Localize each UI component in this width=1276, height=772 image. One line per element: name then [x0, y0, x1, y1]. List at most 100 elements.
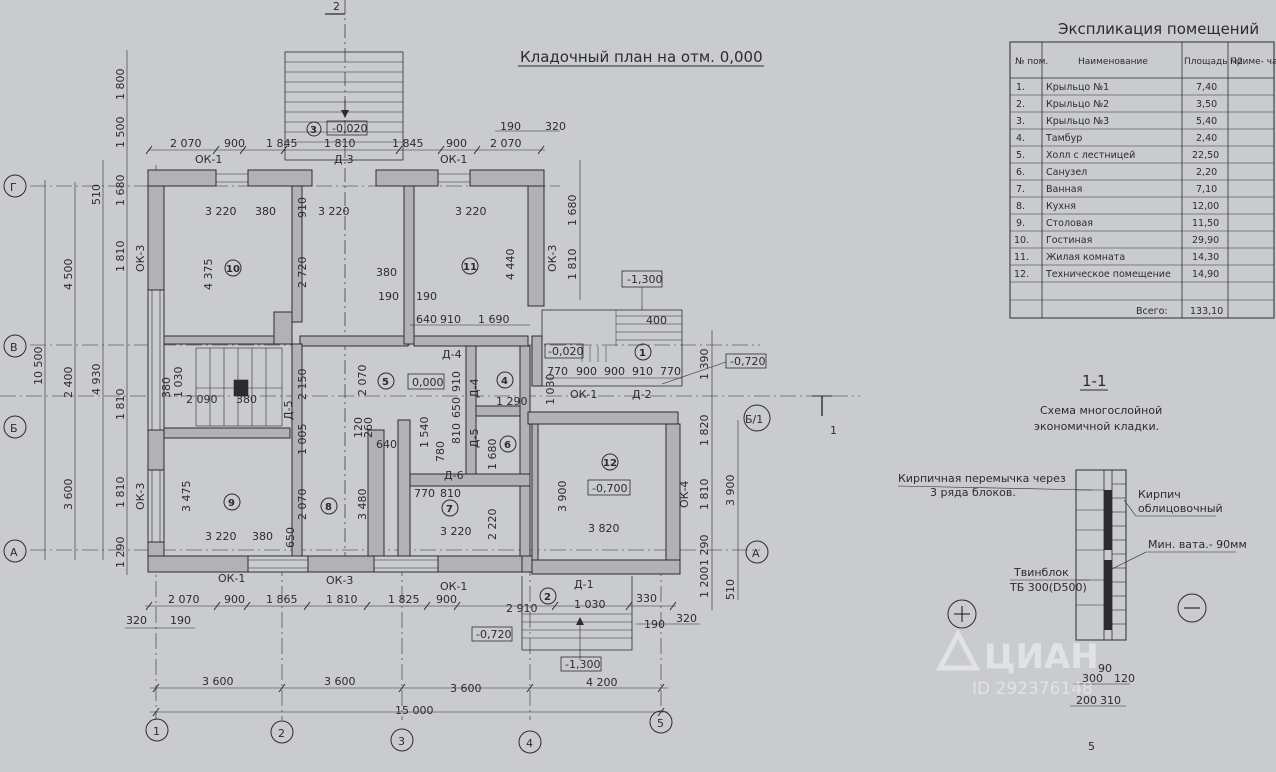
right-dim-1: 1 680: [566, 195, 579, 227]
expl-row2-num: 2.: [1016, 99, 1025, 110]
section-dim-200: 200: [1076, 694, 1097, 707]
mid-dim-190a: 190: [378, 290, 399, 303]
explication-header-name: Наименование: [1078, 57, 1148, 67]
expl-row4-area: 2,40: [1196, 133, 1217, 144]
right-dim-8: 3 900: [724, 475, 737, 507]
r11-dim-w: 3 220: [455, 205, 487, 218]
r7-dim-770: 770: [414, 487, 435, 500]
left-dim-7: 1 290: [114, 537, 127, 569]
stair-dim-380: 380: [160, 377, 173, 398]
r6-dim-1680: 1 680: [486, 439, 499, 471]
right-dimension-chains: 1 680 1 810 1 390 1 820 1 810 1 290 1 20…: [546, 160, 739, 610]
section-cut-right: 1: [812, 395, 837, 437]
axis-1-label: 1: [153, 725, 160, 738]
room-number-12: 12: [603, 458, 617, 469]
r10-dim-w2: 380: [255, 205, 276, 218]
axis-dim-4: 4 200: [586, 676, 618, 689]
expl-row8-name: Кухня: [1046, 201, 1076, 212]
level-porch1: -0,020: [548, 345, 583, 358]
expl-row3-area: 5,40: [1196, 116, 1217, 127]
room-11: 11 3 220 4 440: [455, 205, 517, 280]
room-6: 6 1 680: [486, 435, 517, 471]
top-dim-2: 900: [224, 137, 245, 150]
mid-dim-1690: 1 690: [478, 313, 510, 326]
left-dim-3: 1 680: [114, 175, 127, 207]
porch1-ok1: ОК-1: [570, 388, 597, 401]
axis-5-label: 5: [657, 717, 664, 730]
overall-width: 15 000: [395, 704, 434, 717]
top-dim-7: 2 070: [490, 137, 522, 150]
top-dim-5: 1 845: [392, 137, 424, 150]
expl-row7-name: Ванная: [1046, 184, 1082, 195]
axis-v-label: В: [10, 341, 18, 354]
bottom-openings: ОК-1 ОК-3 ОК-1 Д-1: [218, 572, 594, 593]
walls: [147, 169, 681, 575]
hall-dim-810: 810: [450, 423, 463, 444]
section-subtitle-2: экономичной кладки.: [1034, 420, 1159, 433]
right-opening-1: ОК-3: [546, 245, 559, 272]
bottom-small-left-2: 190: [170, 614, 191, 627]
room-5-hall: 5 0,000 1 030 380 2 090 380 2 150 Д-5 2 …: [160, 365, 481, 483]
expl-row11-num: 11.: [1014, 252, 1029, 263]
bottom-small-left-1: 320: [126, 614, 147, 627]
left-dim-6: 1 810: [114, 477, 127, 509]
level-porch2: -0,720: [476, 628, 511, 641]
porch1-dim-900b: 900: [604, 365, 625, 378]
bottom-dim-8: 1 030: [574, 598, 606, 611]
explication-title: Экспликация помещений: [1058, 20, 1259, 38]
room-number-3: 3: [310, 125, 317, 136]
mid-dim-910: 910: [296, 197, 309, 218]
expl-row6-name: Санузел: [1046, 167, 1087, 178]
level-hall: 0,000: [412, 376, 444, 389]
expl-row4-name: Тамбур: [1045, 133, 1082, 144]
hall-dim-2150: 2 150: [296, 369, 309, 401]
room-4: 4 1 290: [496, 371, 528, 408]
page-number: 5: [1088, 740, 1095, 753]
left-dim-4: 1 810: [114, 241, 127, 273]
right-dim-4: 1 820: [698, 415, 711, 447]
hall-dim-650: 650: [450, 397, 463, 418]
bottom-dim-4: 1 810: [326, 593, 358, 606]
bottom-dim-1: 2 070: [168, 593, 200, 606]
bottom-dim-3: 1 865: [266, 593, 298, 606]
porch1-dim-1030: 1 030: [544, 374, 557, 406]
expl-row10-num: 10.: [1014, 235, 1029, 246]
left-dimension-chains: 1 800 1 500 1 680 1 810 1 810 1 810 1 29…: [32, 50, 147, 575]
hall-dim-640b: 640: [376, 438, 397, 451]
watermark-id: ID 292376148: [972, 679, 1093, 699]
r7-dim-810: 810: [440, 487, 461, 500]
section-mark-top: 2: [325, 0, 346, 570]
bottom-small-right-2: 320: [676, 612, 697, 625]
stair-dim-380b: 380: [236, 393, 257, 406]
bottom-dim-7: 2 910: [506, 602, 538, 615]
expl-row3-num: 3.: [1016, 116, 1025, 127]
mid-dim-w: 3 220: [318, 205, 350, 218]
axis-number-bubbles: 1 2 3 4 5: [145, 710, 673, 754]
room-9: 9 3 220 380 3 475 650: [180, 481, 297, 549]
hall-door-d5: Д-5: [282, 400, 295, 420]
porch1-d2: Д-2: [632, 388, 652, 401]
hall-dim-260: 260: [362, 417, 375, 438]
section-dim-120: 120: [1114, 672, 1135, 685]
right-dim-9: 510: [724, 579, 737, 600]
hall-dim-120: 120: [352, 417, 365, 438]
section-cut-right-label: 1: [830, 424, 837, 437]
right-dim-3: 1 390: [698, 349, 711, 381]
room-8: 8 2 070 3 480: [296, 489, 369, 521]
room-number-10: 10: [226, 264, 240, 275]
axis-4-label: 4: [526, 737, 533, 750]
top-small-dim-1: 190: [500, 120, 521, 133]
left-mid-dim-1: 510: [90, 184, 103, 205]
left-outer-dim-2: 4 930: [90, 364, 103, 396]
watermark: ЦИАН ID 292376148: [935, 628, 1099, 699]
left-mid-dim-2: 4 500: [62, 259, 75, 291]
expl-row1-area: 7,40: [1196, 82, 1217, 93]
bottom-opening-4: Д-1: [574, 578, 594, 591]
axis-dimension-chain: 3 600 3 600 3 600 4 200 15 000: [150, 675, 668, 717]
room-number-6: 6: [504, 440, 511, 451]
room-number-5: 5: [382, 377, 389, 388]
hall-dim-780: 780: [434, 441, 447, 462]
porch-2: 2 -0,720 -1,300: [471, 576, 633, 672]
section-subtitle-1: Схема многослойной: [1040, 404, 1162, 417]
